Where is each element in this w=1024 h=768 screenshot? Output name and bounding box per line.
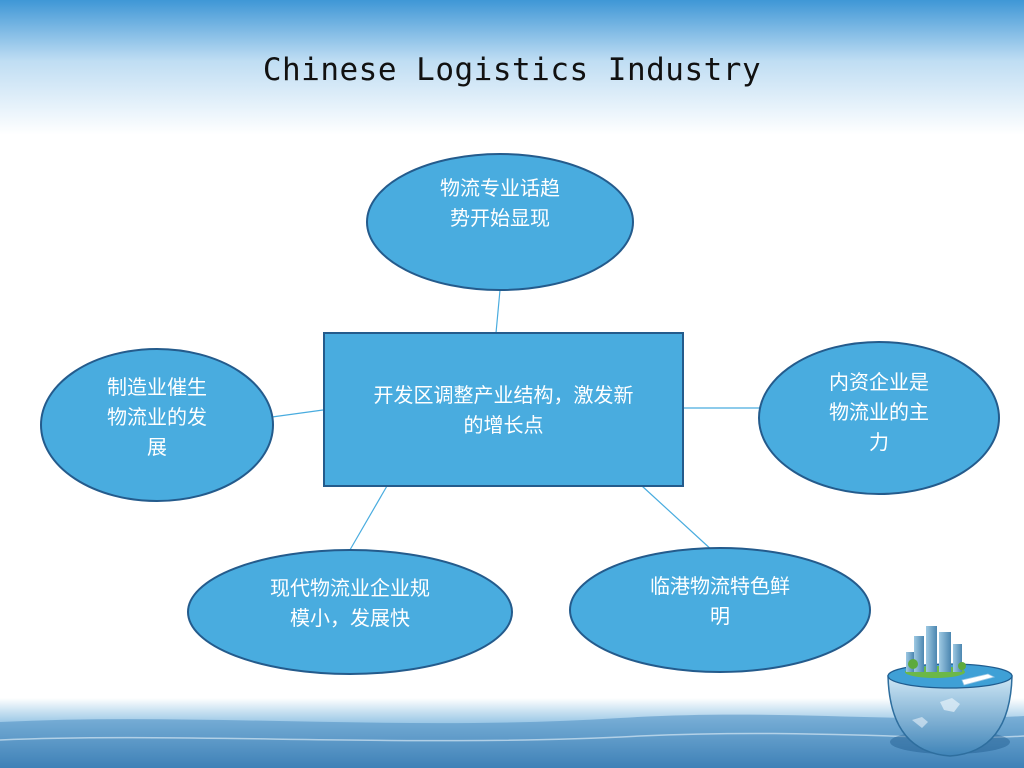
center-line-1: 开发区调整产业结构，激发新 — [373, 382, 634, 407]
center-box — [323, 332, 684, 487]
node-top-text: 物流专业话趋势开始显现 — [395, 158, 605, 248]
slide-title: Chinese Logistics Industry — [262, 52, 762, 88]
bottom-left-line-2: 模小，发展快 — [290, 606, 410, 630]
node-left-text: 制造业催生物流业的发展 — [62, 367, 252, 467]
node-left — [40, 348, 274, 502]
node-bottom-left-text: 现代物流业企业规模小，发展快 — [220, 568, 480, 638]
connector-top — [495, 289, 501, 334]
left-line-1: 制造业催生 — [107, 375, 207, 399]
bottom-left-line-1: 现代物流业企业规 — [270, 576, 430, 600]
connector-bottom-left — [346, 485, 388, 556]
footer-wave — [0, 714, 1024, 768]
top-line-2: 势开始显现 — [450, 206, 550, 230]
node-bottom-right — [569, 547, 871, 673]
node-bottom-right-text: 临港物流特色鲜明 — [605, 566, 835, 636]
node-right — [758, 341, 1000, 495]
node-right-text: 内资企业是物流业的主力 — [784, 362, 974, 462]
header-band — [0, 0, 1024, 135]
center-box-text: 开发区调整产业结构，激发新的增长点 — [326, 335, 681, 484]
left-line-3: 展 — [147, 435, 167, 459]
right-line-2: 物流业的主 — [829, 400, 929, 424]
left-line-2: 物流业的发 — [107, 405, 207, 429]
center-line-2: 的增长点 — [463, 412, 544, 437]
bottom-right-line-2: 明 — [710, 604, 730, 628]
top-line-1: 物流专业话趋 — [440, 176, 560, 200]
node-bottom-left — [187, 549, 513, 675]
connector-left — [271, 409, 324, 418]
node-top — [366, 153, 634, 291]
right-line-1: 内资企业是 — [829, 370, 929, 394]
connector-bottom-right — [641, 485, 715, 553]
bottom-right-line-1: 临港物流特色鲜 — [650, 574, 790, 598]
right-line-3: 力 — [869, 430, 889, 454]
